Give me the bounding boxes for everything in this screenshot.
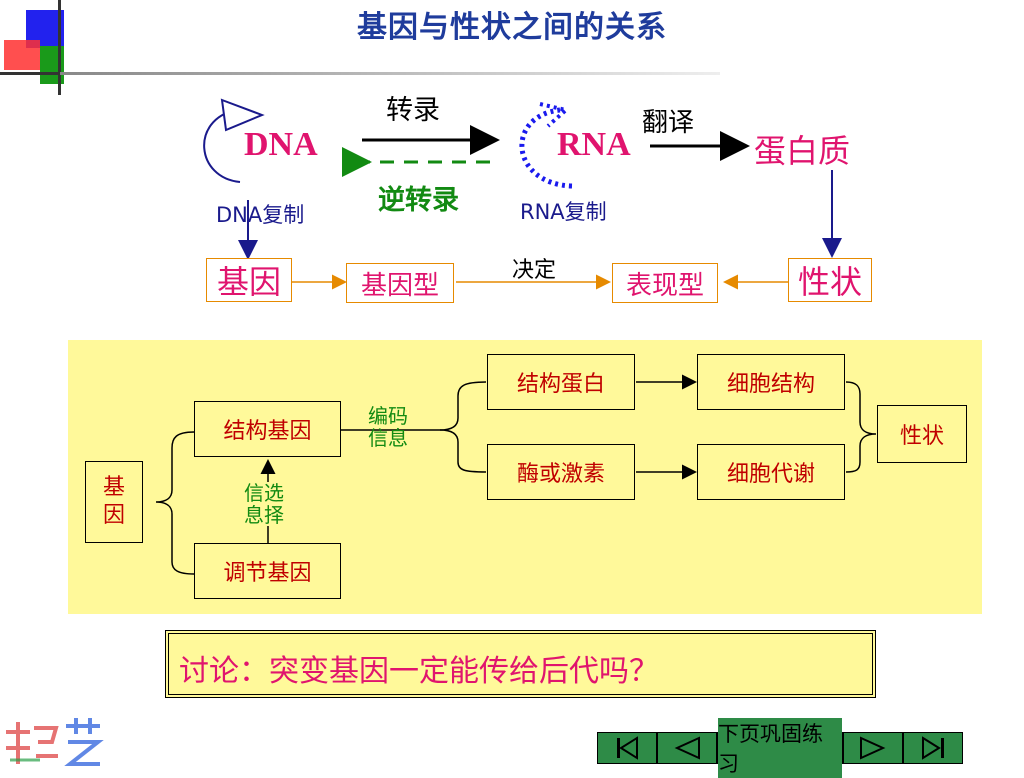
cell-metabolism-box: 细胞代谢 [697, 444, 845, 500]
practice-page-button[interactable]: 下页巩固练习 [717, 718, 843, 778]
last-page-button[interactable] [903, 732, 963, 764]
rna-replication-label: RNA复制 [520, 200, 607, 224]
cell-structure-label: 细胞结构 [726, 372, 815, 397]
dna-label: DNA [244, 126, 318, 163]
protein-label: 蛋白质 [754, 132, 851, 170]
slide-nav-bar: 下页巩固练习 [597, 718, 963, 778]
flow-gene-label: 基 因 [102, 475, 125, 528]
previous-page-button[interactable] [657, 732, 717, 764]
gene-box: 基因 [206, 258, 292, 302]
structural-gene-box: 结构基因 [194, 401, 341, 457]
flow-trait-box: 性状 [877, 405, 967, 463]
phenotype-box: 表现型 [612, 263, 718, 303]
decides-label: 决定 [512, 258, 557, 283]
flow-connectors [155, 374, 877, 575]
trait-box: 性状 [788, 258, 872, 302]
page-title: 基因与性状之间的关系 [357, 10, 667, 45]
corner-logo-decoration [0, 0, 100, 95]
translation-label: 翻译 [642, 108, 695, 138]
rna-label: RNA [557, 126, 631, 163]
previous-page-icon [674, 736, 700, 760]
dna-replication-label: DNA复制 [216, 203, 305, 227]
bottom-logo-decoration [6, 718, 104, 766]
practice-page-label: 下页巩固练习 [718, 718, 842, 778]
flow-gene-box: 基 因 [85, 461, 143, 543]
top-diagram-arrows [203, 98, 842, 290]
genotype-box: 基因型 [346, 263, 454, 303]
flow-trait-label: 性状 [899, 424, 944, 449]
first-page-icon [617, 736, 638, 760]
enzyme-hormone-label: 酶或激素 [516, 462, 605, 487]
select-info-label: 信选 息择 [244, 481, 284, 527]
next-page-button[interactable] [843, 732, 903, 764]
phenotype-label: 表现型 [625, 270, 704, 301]
trait-label: 性状 [797, 263, 862, 301]
regulatory-gene-box: 调节基因 [194, 543, 341, 599]
gene-label: 基因 [216, 263, 281, 301]
structural-protein-label: 结构蛋白 [516, 372, 605, 397]
first-page-button[interactable] [597, 732, 657, 764]
genotype-label: 基因型 [360, 270, 439, 301]
structural-gene-label: 结构基因 [223, 419, 312, 444]
title-underline [60, 72, 720, 75]
next-page-icon [860, 736, 886, 760]
transcription-label: 转录 [386, 95, 440, 126]
cell-metabolism-label: 细胞代谢 [726, 462, 815, 487]
regulatory-gene-label: 调节基因 [223, 561, 312, 586]
dna-replication-arrow [203, 109, 241, 183]
reverse-transcription-label: 逆转录 [378, 185, 459, 216]
discussion-box: 讨论：突变基因一定能传给后代吗？ [165, 630, 876, 698]
enzyme-hormone-box: 酶或激素 [487, 444, 635, 500]
encode-info-label: 编码 信息 [368, 404, 408, 450]
discussion-text: 讨论：突变基因一定能传给后代吗？ [179, 654, 659, 689]
cell-structure-box: 细胞结构 [697, 354, 845, 410]
structural-protein-box: 结构蛋白 [487, 354, 635, 410]
last-page-icon [922, 736, 944, 760]
